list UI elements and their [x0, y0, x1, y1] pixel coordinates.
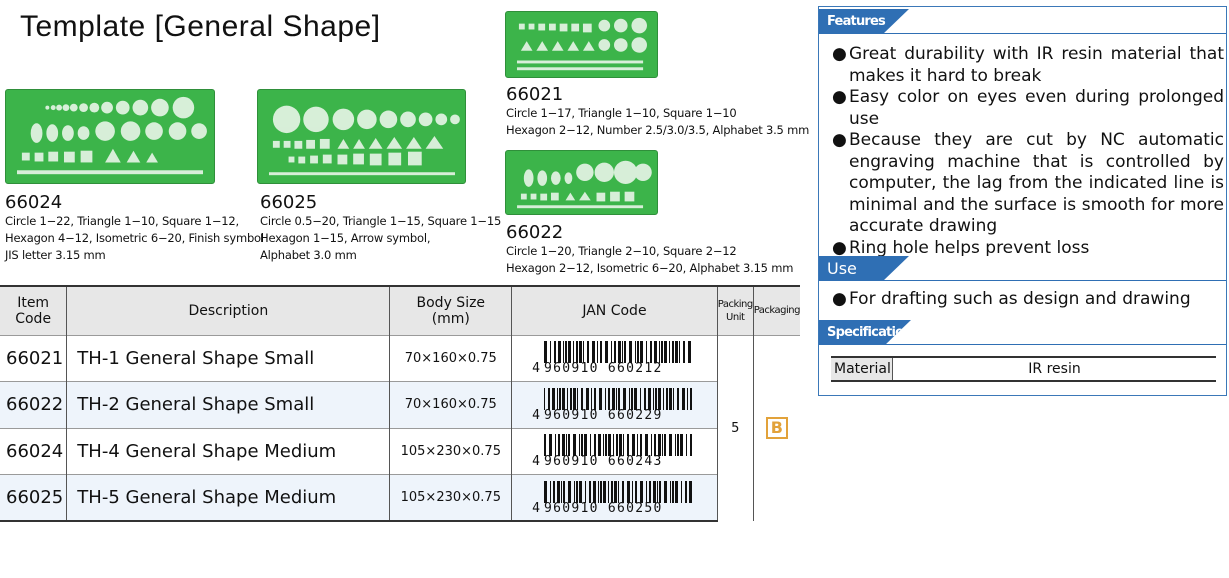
header-packaging: Packaging — [752, 286, 800, 335]
bullet-item: Because they are cut by NC automatic eng… — [832, 130, 1224, 238]
barcode-bars-icon — [543, 341, 691, 364]
use-heading: Use — [819, 256, 909, 281]
features-list: Great durability with IR resin material … — [832, 44, 1224, 259]
bullet-item: Great durability with IR resin material … — [832, 44, 1224, 87]
template-image-66022 — [505, 150, 658, 215]
product-66021: 66021 Circle 1−17, Triangle 1−10, Square… — [506, 85, 809, 139]
barcode-bars-icon — [543, 387, 692, 410]
product-66022: 66022 Circle 1−20, Triangle 2−10, Square… — [506, 223, 793, 277]
template-shapes — [17, 96, 207, 175]
header-body-size: Body Size(mm) — [389, 286, 512, 335]
jan-lead-digit: 4 — [532, 407, 540, 423]
product-spec-line: JIS letter 3.15 mm — [5, 248, 106, 262]
bullet-item: For drafting such as design and drawing — [832, 289, 1224, 311]
barcode-bars-icon — [543, 434, 692, 457]
product-code: 66024 — [5, 192, 63, 213]
features-heading-bar: Features — [819, 9, 1226, 34]
product-code: 66025 — [260, 192, 318, 213]
jan-digits: 960910 660250 — [543, 500, 663, 516]
info-panel: Features Great durability with IR resin … — [818, 6, 1227, 396]
template-image-66021 — [505, 11, 658, 78]
product-spec-line: Hexagon 1−15, Arrow symbol, — [260, 231, 431, 245]
bullet-item: Easy color on eyes even during prolonged… — [832, 87, 1224, 130]
item-code: 66025 — [0, 474, 67, 522]
item-body-size: 105×230×0.75 — [389, 427, 512, 475]
packing-unit-value: 5 — [716, 334, 754, 521]
material-value: IR resin — [1028, 361, 1081, 377]
template-shapes — [516, 17, 647, 71]
product-spec-line: Circle 1−20, Triangle 2−10, Square 2−12 — [506, 244, 737, 258]
jan-lead-digit: 4 — [532, 361, 540, 377]
jan-digits: 960910 660243 — [543, 454, 663, 470]
material-row: Material IR resin — [831, 356, 1216, 382]
item-description: TH-2 General Shape Small — [66, 381, 390, 428]
jan-lead-digit: 4 — [532, 454, 540, 470]
jan-lead-digit: 4 — [532, 500, 540, 516]
specifications-heading-bar: Specifications — [819, 320, 1226, 345]
barcode-bars-icon — [543, 480, 692, 503]
product-spec-line: Circle 0.5−20, Triangle 1−15, Square 1−1… — [260, 214, 502, 228]
jan-digits: 960910 660212 — [543, 361, 663, 377]
template-shapes — [268, 105, 460, 176]
use-list: For drafting such as design and drawing — [832, 289, 1224, 311]
page-title: Template [General Shape] — [20, 10, 381, 43]
packaging-cell: B — [752, 334, 800, 521]
use-heading-bar: Use — [819, 256, 1226, 281]
features-heading: Features — [819, 9, 909, 34]
header-description: Description — [66, 286, 390, 335]
template-image-66024 — [5, 89, 215, 184]
header-jan-code: JAN Code — [511, 286, 718, 335]
jan-digits: 960910 660229 — [543, 407, 663, 423]
template-shapes — [517, 160, 652, 209]
item-description: TH-5 General Shape Medium — [66, 474, 390, 522]
product-spec-line: Circle 1−17, Triangle 1−10, Square 1−10 — [506, 106, 737, 120]
template-image-66025 — [257, 89, 466, 184]
product-66024: 66024 Circle 1−22, Triangle 1−10, Square… — [5, 193, 264, 264]
specifications-heading: Specifications — [819, 320, 911, 345]
item-description: TH-1 General Shape Small — [66, 334, 390, 382]
item-code: 66022 — [0, 381, 67, 428]
product-spec-line: Alphabet 3.0 mm — [260, 248, 357, 262]
product-spec-line: Hexagon 2−12, Isometric 6−20, Alphabet 3… — [506, 261, 794, 275]
product-spec-line: Circle 1−22, Triangle 1−10, Square 1−12, — [5, 214, 239, 228]
item-body-size: 70×160×0.75 — [389, 334, 512, 382]
item-code: 66024 — [0, 427, 67, 475]
bullet-item: Ring hole helps prevent loss — [832, 238, 1224, 260]
material-label: Material — [831, 358, 893, 380]
product-66025: 66025 Circle 0.5−20, Triangle 1−15, Squa… — [260, 193, 501, 264]
packaging-badge-icon: B — [765, 417, 788, 440]
item-body-size: 70×160×0.75 — [389, 381, 512, 428]
product-spec-line: Hexagon 4−12, Isometric 6−20, Finish sym… — [5, 231, 264, 245]
product-code: 66021 — [506, 84, 564, 105]
product-spec-line: Hexagon 2−12, Number 2.5/3.0/3.5, Alphab… — [506, 123, 810, 137]
product-code: 66022 — [506, 222, 564, 243]
item-code: 66021 — [0, 334, 67, 382]
item-body-size: 105×230×0.75 — [389, 474, 512, 522]
item-description: TH-4 General Shape Medium — [66, 427, 390, 475]
